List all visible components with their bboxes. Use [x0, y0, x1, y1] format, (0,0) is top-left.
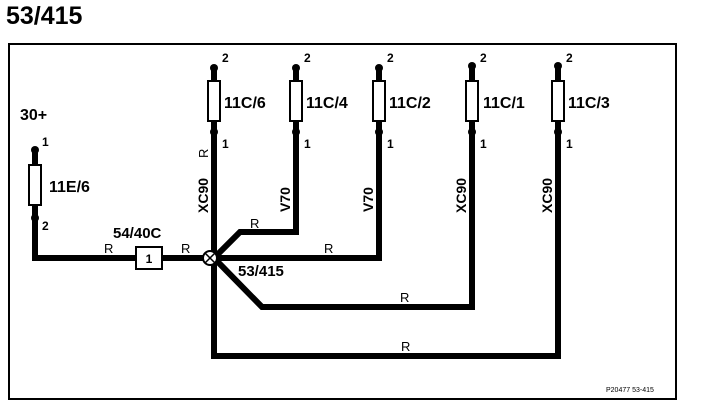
fuse-11e6	[28, 146, 42, 222]
connector-box	[135, 246, 163, 270]
wire-type-label: XC90	[195, 178, 211, 213]
terminal-icon	[210, 64, 218, 72]
footer-code: P20477 53-415	[606, 387, 654, 394]
fuse-pin-top: 2	[304, 51, 311, 65]
wire-type-label: V70	[360, 187, 376, 212]
terminal-icon	[375, 64, 383, 72]
wire-type-label: XC90	[539, 178, 555, 213]
fuse-pin-top: 2	[480, 51, 487, 65]
wire-color-label: R	[400, 290, 409, 305]
fuse-label: 11C/6	[224, 95, 266, 112]
wire-11c1	[211, 66, 475, 310]
terminal-icon	[468, 62, 476, 70]
terminal-icon	[554, 62, 562, 70]
wire-type-label: V70	[277, 187, 293, 212]
fuse-left-label: 11E/6	[49, 179, 90, 196]
splice-cross-icon	[204, 252, 216, 264]
power-label: 30+	[20, 107, 47, 124]
fuse-label: 11C/2	[389, 95, 431, 112]
fuse-pin-bottom: 1	[566, 137, 573, 151]
fuse-left-pin-top: 1	[42, 135, 49, 149]
wire-11c4	[211, 68, 299, 261]
wire-color-label: R	[181, 241, 190, 256]
terminal-icon	[31, 214, 39, 222]
fuse-pin-top: 2	[566, 51, 573, 65]
wire-11c6	[211, 66, 561, 359]
connector-label: 54/40C	[113, 225, 162, 242]
fuse-pin-bottom: 1	[304, 137, 311, 151]
wire-color-label: R	[401, 339, 410, 354]
fuse-11c3	[551, 62, 565, 136]
fuse-label: 11C/3	[568, 95, 610, 112]
connector-pin: 1	[146, 252, 153, 266]
wire-color-label: R	[250, 216, 259, 231]
wire-color-label: R	[196, 149, 211, 158]
terminal-icon	[210, 128, 218, 136]
fuse-icon	[465, 80, 479, 122]
fuse-icon	[207, 80, 221, 122]
page-title: 53/415	[6, 2, 83, 30]
fuse-11c1	[465, 62, 479, 136]
fuse-label: 11C/4	[306, 95, 348, 112]
fuse-pin-top: 2	[387, 51, 394, 65]
fuse-pin-top: 2	[222, 51, 229, 65]
fuse-pin-bottom: 1	[387, 137, 394, 151]
terminal-icon	[292, 128, 300, 136]
fuse-icon	[28, 164, 42, 206]
terminal-icon	[554, 128, 562, 136]
fuse-left-pin-bottom: 2	[42, 219, 49, 233]
wire-type-label: XC90	[453, 178, 469, 213]
terminal-icon	[375, 128, 383, 136]
fuse-pin-bottom: 1	[222, 137, 229, 151]
terminal-icon	[31, 146, 39, 154]
terminal-icon	[468, 128, 476, 136]
fuse-11c6	[207, 64, 221, 136]
fuse-label: 11C/1	[483, 95, 525, 112]
wire-color-label: R	[104, 241, 113, 256]
fuse-11c2	[372, 64, 386, 136]
fuse-pin-bottom: 1	[480, 137, 487, 151]
terminal-icon	[292, 64, 300, 72]
diagram-frame	[8, 43, 677, 400]
wire-color-label: R	[324, 241, 333, 256]
fuse-icon	[289, 80, 303, 122]
fuse-11c4	[289, 64, 303, 136]
splice-label: 53/415	[238, 263, 284, 280]
fuse-icon	[372, 80, 386, 122]
fuse-icon	[551, 80, 565, 122]
